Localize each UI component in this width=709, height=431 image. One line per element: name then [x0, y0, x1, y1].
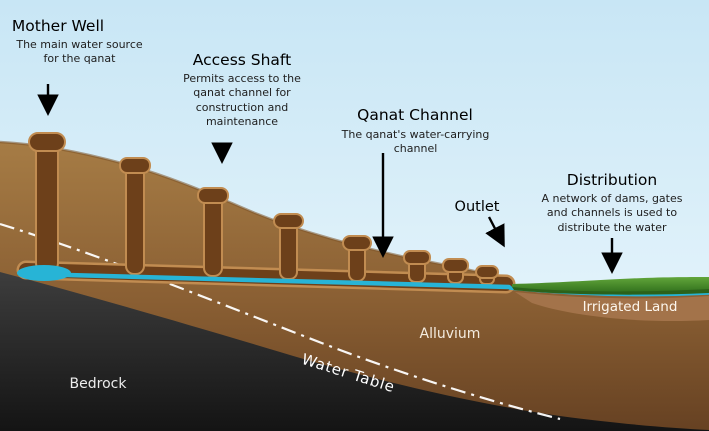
qanat-channel-desc: The qanat's water-carrying channel: [341, 128, 490, 156]
access-shaft-6: [442, 258, 469, 284]
channel-water: [27, 271, 512, 290]
access-shaft-1: [119, 157, 151, 275]
access-shaft-desc: Permits access to the qanat channel for …: [183, 72, 301, 128]
shafts: [28, 132, 499, 285]
surface-edge: [0, 140, 509, 282]
qanat-channel-title: Qanat Channel: [357, 106, 473, 124]
irrigated-land-label: Irrigated Land: [582, 299, 678, 315]
water-table-line: [0, 222, 561, 421]
distribution-desc: A network of dams, gates and channels is…: [541, 192, 683, 234]
annotation-arrows: [37, 84, 623, 274]
bedrock-layer: [0, 272, 709, 431]
mother-well-title: Mother Well: [11, 17, 105, 35]
access-shaft-7: [475, 265, 499, 285]
outlet-title: Outlet: [454, 199, 500, 215]
access-shaft-4: [342, 235, 372, 282]
alluvium-label: Alluvium: [419, 326, 481, 342]
distribution-title: Distribution: [566, 171, 658, 189]
access-shaft-3: [273, 213, 304, 280]
bedrock-label: Bedrock: [69, 376, 127, 392]
access-shaft-2: [197, 187, 229, 277]
access-shaft-5: [403, 250, 431, 283]
qanat-channel-tube: [16, 260, 516, 294]
mother-well-desc: The main water source for the qanat: [16, 38, 143, 66]
mother-well-pool: [17, 265, 71, 281]
outlet-arrow: [485, 216, 505, 248]
irrigated-vegetation: [512, 277, 709, 295]
irrigated-soil-band: [515, 292, 709, 322]
access-shaft-title: Access Shaft: [192, 51, 292, 69]
